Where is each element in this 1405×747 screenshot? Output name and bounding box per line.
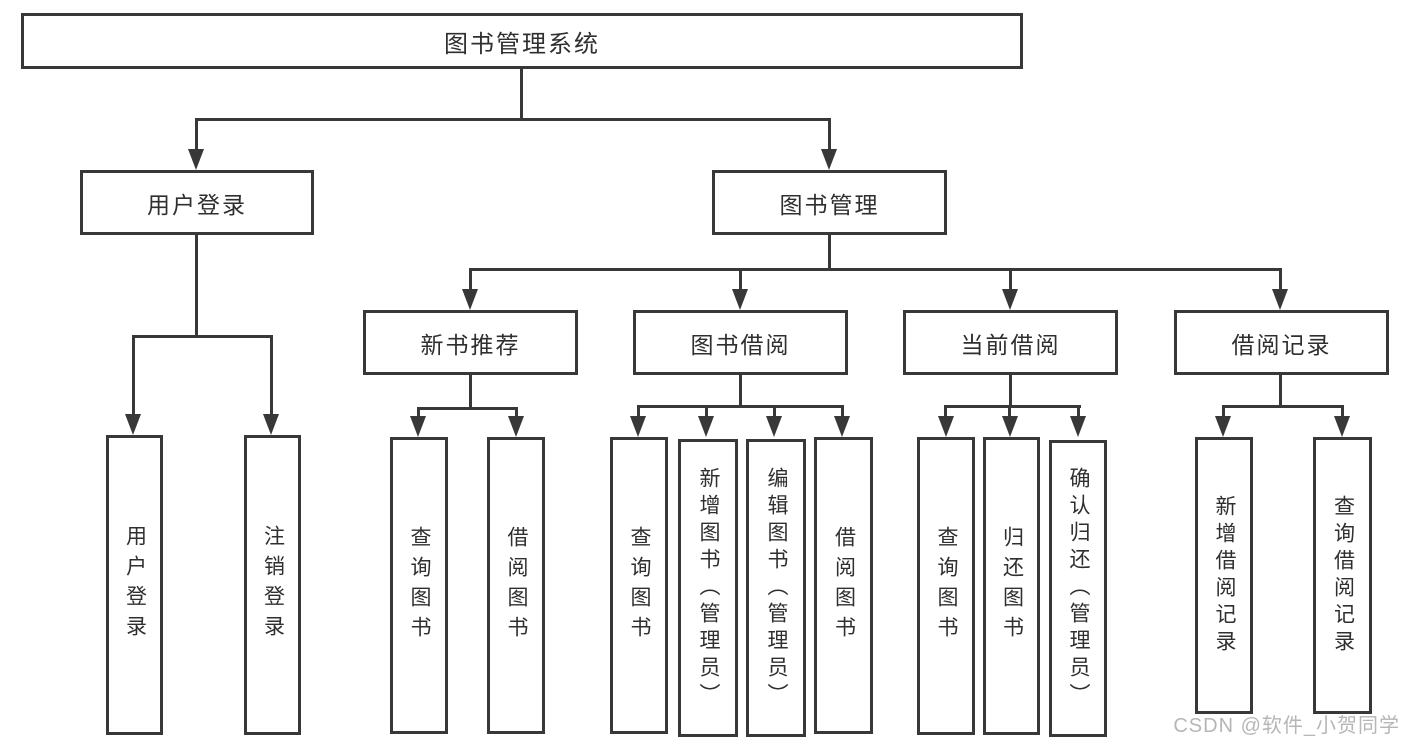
connector-bb-stem	[739, 375, 742, 405]
arrowhead-nbr-query	[410, 416, 426, 437]
connector-cb-stem	[1009, 375, 1012, 405]
leaf-br-query-record-label: 查询借阅记录	[1331, 494, 1355, 657]
leaf-bb-edit-books-admin-label: 编辑图书（管理员）	[765, 466, 788, 710]
arrowhead-current-borrow	[1002, 289, 1018, 310]
node-new-book-recommend: 新书推荐	[363, 310, 578, 375]
leaf-bb-borrow-books: 借阅图书	[814, 437, 873, 734]
connector-user-login-rail	[132, 335, 273, 338]
leaf-user-login-label: 用户登录	[123, 525, 147, 645]
connector-book-mgmt-rail	[469, 268, 1282, 271]
node-user-login-label: 用户登录	[147, 191, 247, 218]
leaf-nbr-borrow-books-label: 借阅图书	[505, 525, 528, 646]
leaf-br-add-record: 新增借阅记录	[1195, 437, 1253, 714]
arrowhead-br-add	[1215, 416, 1231, 437]
arrowhead-leaf-logout	[263, 414, 279, 435]
arrowhead-cb-confirm	[1070, 416, 1086, 437]
node-root-label: 图书管理系统	[444, 30, 600, 58]
connector-drop-leaf-login	[132, 335, 135, 415]
connector-user-login-stem	[195, 234, 198, 335]
connector-bb-rail	[637, 405, 844, 408]
leaf-logout: 注销登录	[244, 435, 301, 735]
arrowhead-book-mgmt	[821, 149, 837, 170]
arrowhead-cb-return	[1002, 416, 1018, 437]
csdn-watermark: CSDN @软件_小贺同学	[1173, 715, 1400, 737]
node-root: 图书管理系统	[21, 13, 1023, 69]
connector-book-mgmt-stem	[828, 234, 831, 268]
node-book-borrow-label: 图书借阅	[690, 331, 791, 358]
connector-drop-user-login	[195, 118, 198, 153]
node-borrow-records: 借阅记录	[1174, 310, 1389, 375]
connector-drop-nbr-query	[417, 407, 420, 418]
leaf-br-add-record-label: 新增借阅记录	[1213, 494, 1236, 657]
connector-drop-br-query	[1341, 405, 1344, 417]
node-current-borrow: 当前借阅	[903, 310, 1118, 375]
leaf-cb-query-books-label: 查询图书	[935, 526, 958, 646]
leaf-nbr-query-books-label: 查询图书	[408, 525, 431, 646]
connector-drop-cb-query	[944, 405, 947, 417]
arrowhead-bb-query	[630, 416, 646, 437]
connector-drop-nbr-borrow	[515, 407, 518, 418]
leaf-bb-edit-books-admin: 编辑图书（管理员）	[746, 439, 806, 737]
leaf-cb-return-books-label: 归还图书	[1000, 526, 1024, 646]
connector-root-stem	[520, 69, 523, 118]
connector-br-rail	[1222, 405, 1344, 408]
arrowhead-br-query	[1334, 416, 1350, 437]
arrowhead-nbr-borrow	[508, 416, 524, 437]
arrowhead-cb-query	[938, 416, 954, 437]
connector-drop-cb-return	[1008, 405, 1011, 417]
arrowhead-book-borrow	[732, 289, 748, 310]
leaf-cb-confirm-return-admin-label: 确认归还（管理员）	[1067, 467, 1090, 710]
connector-nbr-stem	[469, 375, 472, 407]
connector-drop-book-mgmt	[828, 118, 831, 153]
connector-drop-cb-confirm	[1077, 405, 1080, 417]
node-new-book-recommend-label: 新书推荐	[420, 331, 521, 358]
node-user-login: 用户登录	[80, 170, 314, 235]
connector-drop-leaf-logout	[270, 335, 273, 415]
arrowhead-leaf-login	[125, 414, 141, 435]
arrowhead-bb-borrow	[834, 416, 850, 437]
node-book-management: 图书管理	[712, 170, 947, 235]
leaf-user-login: 用户登录	[106, 435, 163, 735]
leaf-bb-add-books-admin-label: 新增图书（管理员）	[697, 466, 720, 710]
connector-cb-rail	[944, 405, 1081, 408]
leaf-bb-borrow-books-label: 借阅图书	[832, 525, 856, 646]
leaf-nbr-query-books: 查询图书	[390, 437, 448, 734]
leaf-br-query-record: 查询借阅记录	[1313, 437, 1372, 714]
connector-br-stem	[1279, 375, 1282, 405]
leaf-nbr-borrow-books: 借阅图书	[487, 437, 545, 734]
arrowhead-user-login	[188, 149, 204, 170]
connector-drop-bb-edit	[773, 405, 776, 417]
connector-drop-br-add	[1222, 405, 1225, 417]
leaf-bb-query-books-label: 查询图书	[628, 525, 651, 646]
connector-root-rail	[195, 118, 831, 121]
node-book-management-label: 图书管理	[779, 191, 880, 218]
node-current-borrow-label: 当前借阅	[960, 331, 1061, 358]
connector-drop-book-borrow	[739, 268, 742, 292]
connector-drop-bb-borrow	[841, 405, 844, 417]
leaf-bb-query-books: 查询图书	[610, 437, 668, 734]
connector-drop-borrow-records	[1279, 268, 1282, 292]
node-borrow-records-label: 借阅记录	[1231, 331, 1332, 358]
connector-drop-bb-add	[705, 405, 708, 417]
connector-drop-current-borrow	[1009, 268, 1012, 292]
leaf-logout-label: 注销登录	[261, 525, 285, 645]
leaf-cb-return-books: 归还图书	[983, 437, 1040, 735]
arrowhead-bb-edit	[766, 416, 782, 437]
connector-drop-bb-query	[637, 405, 640, 417]
leaf-bb-add-books-admin: 新增图书（管理员）	[678, 439, 738, 737]
connector-drop-new-book	[469, 268, 472, 292]
arrowhead-borrow-records	[1272, 289, 1288, 310]
leaf-cb-query-books: 查询图书	[917, 437, 975, 735]
leaf-cb-confirm-return-admin: 确认归还（管理员）	[1049, 440, 1107, 737]
node-book-borrow: 图书借阅	[633, 310, 848, 375]
arrowhead-new-book	[462, 289, 478, 310]
connector-nbr-rail	[417, 407, 518, 410]
arrowhead-bb-add	[698, 416, 714, 437]
